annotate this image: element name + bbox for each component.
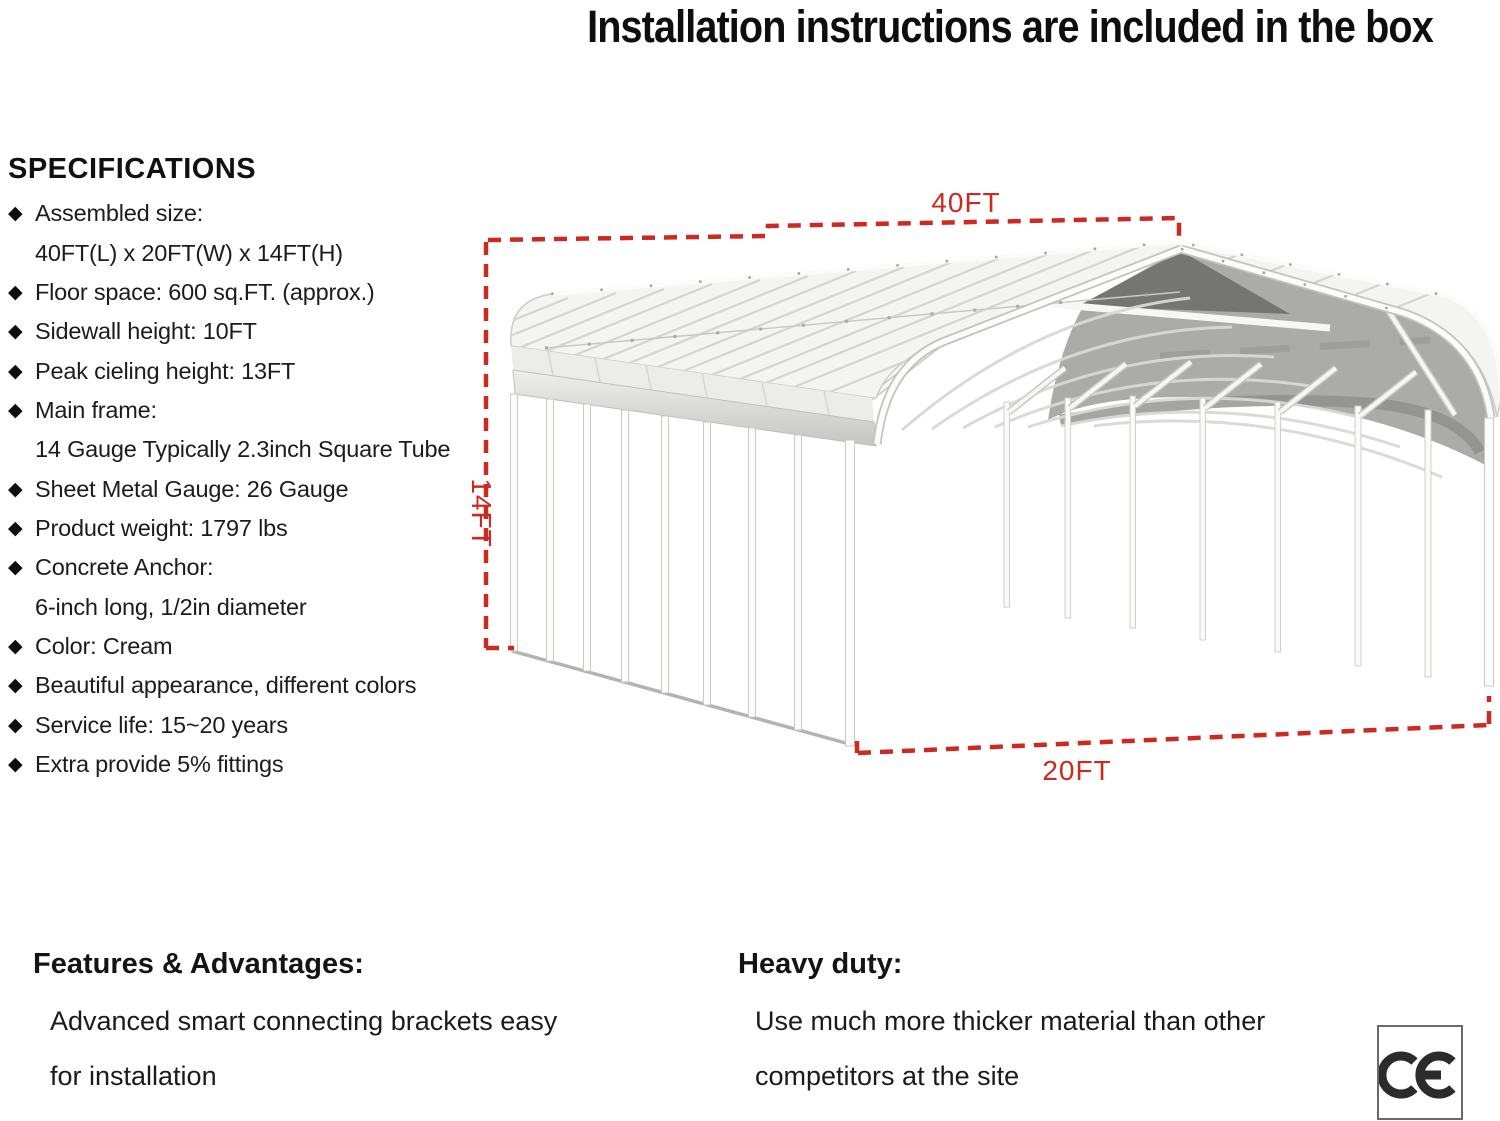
spec-item-label: 6-inch long, 1/2in diameter xyxy=(35,593,307,620)
spec-item: ◆ Color: Cream xyxy=(8,627,450,666)
spec-item-label: Floor space: 600 sq.FT. (approx.) xyxy=(35,278,375,305)
spec-item: ◆ Peak cieling height: 13FT xyxy=(8,351,450,390)
diamond-bullet-icon: ◆ xyxy=(8,281,23,303)
spec-item: ◆ Main frame: xyxy=(8,391,450,430)
spec-item: ◆ Sidewall height: 10FT xyxy=(8,312,450,351)
spec-item: ◆ Service life: 15~20 years xyxy=(8,705,450,744)
spec-item: ◆ Product weight: 1797 lbs xyxy=(8,509,450,548)
dimension-lines xyxy=(483,215,1492,756)
diamond-bullet-icon: ◆ xyxy=(8,321,23,343)
features-line: for installation xyxy=(50,1061,217,1091)
spec-item: 14 Gauge Typically 2.3inch Square Tube xyxy=(8,430,450,469)
specifications-heading: SPECIFICATIONS xyxy=(8,153,257,185)
far-gable-opening xyxy=(1078,251,1290,314)
diamond-bullet-icon: ◆ xyxy=(8,714,23,736)
spec-item-label: Product weight: 1797 lbs xyxy=(35,514,288,541)
dim-14ft-label: 14FT xyxy=(466,478,497,547)
diamond-bullet-icon: ◆ xyxy=(8,478,23,500)
diamond-bullet-icon: ◆ xyxy=(8,753,23,775)
features-heading: Features & Advantages: xyxy=(33,948,364,980)
dim-line-width xyxy=(854,696,1492,756)
diamond-bullet-icon: ◆ xyxy=(8,399,23,421)
spec-list: ◆ Assembled size: 40FT(L) x 20FT(W) x 14F… xyxy=(8,194,450,784)
spec-item: ◆ Extra provide 5% fittings xyxy=(8,745,450,784)
spec-item-label: Peak cieling height: 13FT xyxy=(35,357,296,384)
features-line: Advanced smart connecting brackets easy xyxy=(50,1006,558,1036)
gable-rims xyxy=(550,239,1500,445)
spec-item-label: Extra provide 5% fittings xyxy=(35,750,284,777)
dim-40ft-label: 40FT xyxy=(931,187,1000,218)
far-posts xyxy=(1003,395,1432,678)
spec-item: ◆ Assembled size: xyxy=(8,194,450,233)
spec-item: 6-inch long, 1/2in diameter xyxy=(8,587,450,626)
dimension-labels: 40FT 14FT 20FT xyxy=(466,187,1111,786)
spec-item-label: Service life: 15~20 years xyxy=(35,711,288,738)
spec-item-label: Sheet Metal Gauge: 26 Gauge xyxy=(35,475,349,502)
spec-item: ◆ Concrete Anchor: xyxy=(8,548,450,587)
heavy-duty-line: competitors at the site xyxy=(755,1061,1020,1091)
spec-item-label: 40FT(L) x 20FT(W) x 14FT(H) xyxy=(35,239,343,266)
diamond-bullet-icon: ◆ xyxy=(8,557,23,579)
dim-20ft-label: 20FT xyxy=(1042,755,1111,786)
diamond-bullet-icon: ◆ xyxy=(8,675,23,697)
ce-mark-icon xyxy=(1379,1051,1456,1099)
dim-line-height xyxy=(483,242,514,651)
diamond-bullet-icon: ◆ xyxy=(8,360,23,382)
carport-sidewall xyxy=(510,393,1494,747)
spec-item: ◆ Floor space: 600 sq.FT. (approx.) xyxy=(8,273,450,312)
dim-line-top xyxy=(487,215,1182,244)
ce-certification-badge xyxy=(1377,1025,1463,1120)
spec-item: ◆ Beautiful appearance, different colors xyxy=(8,666,450,705)
page-title: Installation instructions are included i… xyxy=(587,1,1434,52)
spec-item-label: Sidewall height: 10FT xyxy=(35,318,257,345)
spec-item-label: Main frame: xyxy=(35,396,157,423)
heavy-duty-heading: Heavy duty: xyxy=(738,948,903,980)
spec-item-label: Color: Cream xyxy=(35,632,173,659)
spec-item: 40FT(L) x 20FT(W) x 14FT(H) xyxy=(8,233,450,272)
diamond-bullet-icon: ◆ xyxy=(8,635,23,657)
spec-item-label: Assembled size: xyxy=(35,200,204,227)
specifications-panel: SPECIFICATIONS ◆ Assembled size: 40FT(L) … xyxy=(8,153,450,784)
spec-item-label: Beautiful appearance, different colors xyxy=(35,672,417,699)
diamond-bullet-icon: ◆ xyxy=(8,517,23,539)
spec-item-label: Concrete Anchor: xyxy=(35,554,214,581)
heavy-duty-line: Use much more thicker material than othe… xyxy=(755,1006,1266,1036)
spec-item-label: 14 Gauge Typically 2.3inch Square Tube xyxy=(35,436,451,463)
diamond-bullet-icon: ◆ xyxy=(8,203,23,225)
spec-item: ◆ Sheet Metal Gauge: 26 Gauge xyxy=(8,469,450,508)
panel-seams xyxy=(547,350,830,416)
